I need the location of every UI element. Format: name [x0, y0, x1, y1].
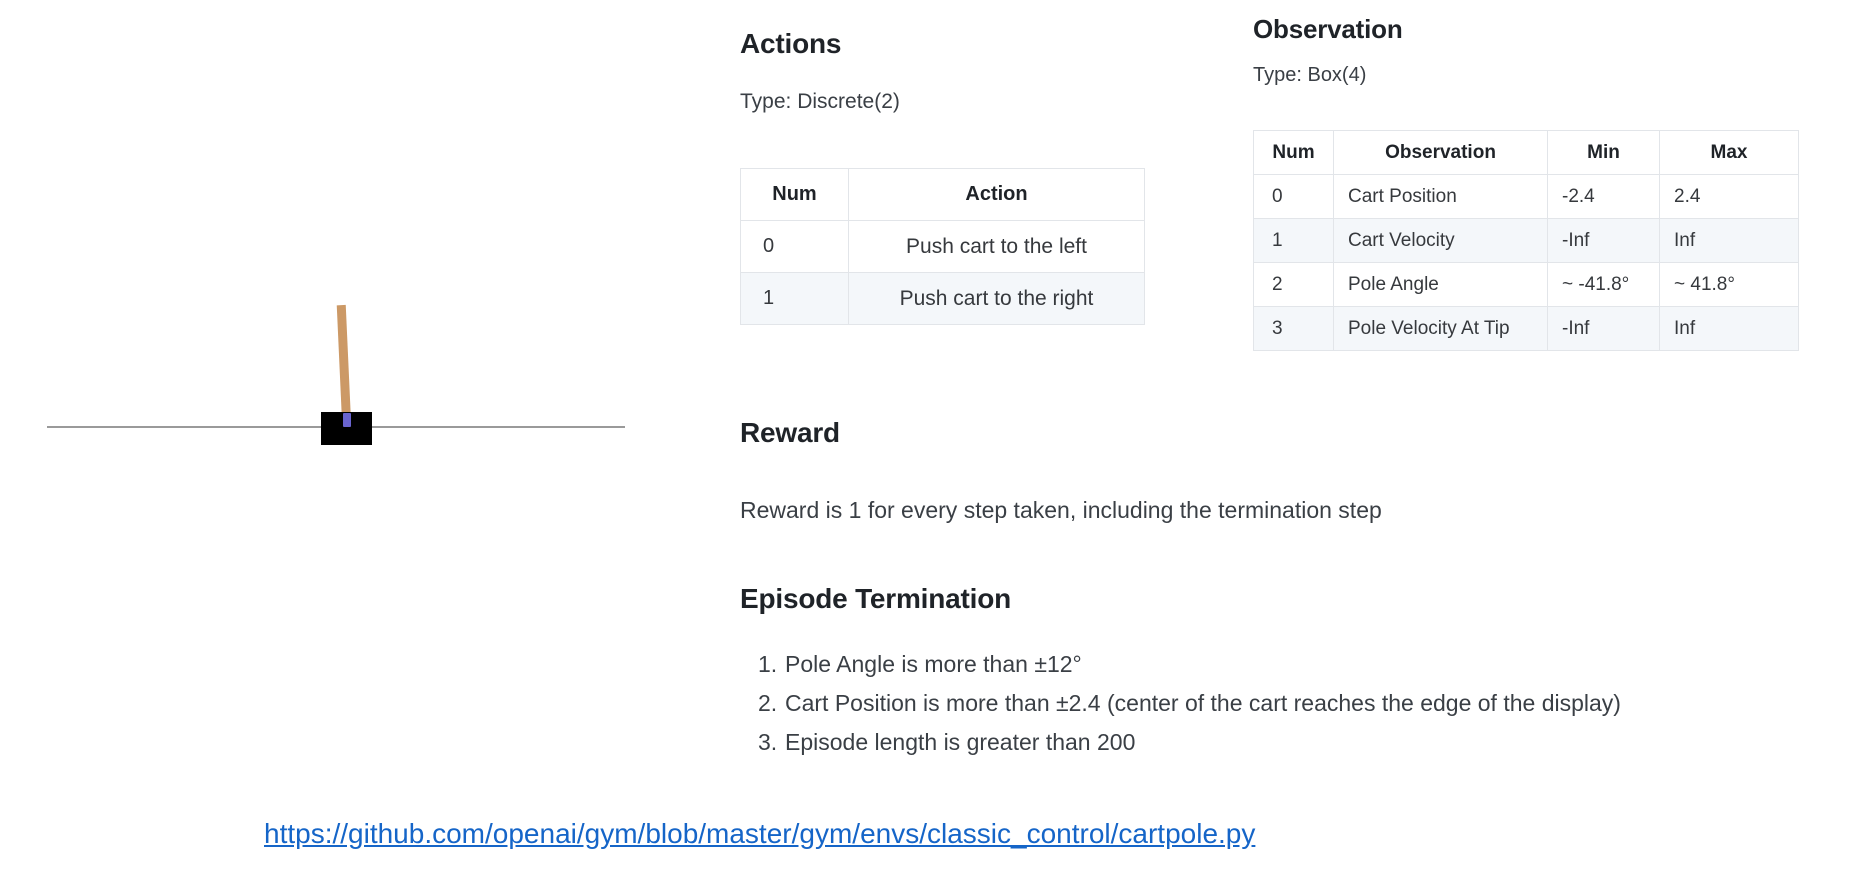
table-row: 0 Push cart to the left [740, 220, 1145, 273]
observation-row0-num: 0 [1253, 174, 1334, 219]
list-item-marker: 1. [758, 651, 778, 677]
observation-row1-max: Inf [1659, 218, 1799, 263]
observation-row0-min: -2.4 [1547, 174, 1660, 219]
list-item: 2. Cart Position is more than ±2.4 (cente… [758, 684, 1621, 723]
actions-col-action-header: Action [848, 168, 1145, 221]
pole-axle-shape [343, 413, 351, 427]
observation-col-max-header: Max [1659, 130, 1799, 175]
actions-row1-action: Push cart to the right [848, 272, 1145, 325]
observation-row1-min: -Inf [1547, 218, 1660, 263]
episode-termination-heading: Episode Termination [740, 583, 1012, 614]
observation-type-label: Type: Box(4) [1253, 64, 1367, 86]
observation-table-header-row: Num Observation Min Max [1253, 130, 1799, 175]
table-row: 1 Push cart to the right [740, 272, 1145, 325]
observation-table: Num Observation Min Max 0 Cart Position … [1253, 130, 1799, 351]
observation-row1-name: Cart Velocity [1333, 218, 1548, 263]
observation-row3-max: Inf [1659, 306, 1799, 351]
observation-row0-name: Cart Position [1333, 174, 1548, 219]
pole-shape [336, 304, 351, 422]
observation-col-num-header: Num [1253, 130, 1334, 175]
actions-type-label: Type: Discrete(2) [740, 90, 900, 113]
observation-row3-num: 3 [1253, 306, 1334, 351]
table-row: 0 Cart Position -2.4 2.4 [1253, 174, 1799, 219]
list-item-marker: 2. [758, 690, 778, 716]
cartpole-environment-illustration [0, 200, 700, 520]
actions-table-header-row: Num Action [740, 168, 1145, 221]
observation-row2-name: Pole Angle [1333, 262, 1548, 307]
observation-heading: Observation [1253, 14, 1403, 44]
table-row: 2 Pole Angle ~ -41.8° ~ 41.8° [1253, 262, 1799, 307]
actions-row0-num: 0 [740, 220, 849, 273]
reward-description: Reward is 1 for every step taken, includ… [740, 497, 1382, 523]
observation-row2-min: ~ -41.8° [1547, 262, 1660, 307]
list-item: 3. Episode length is greater than 200 [758, 723, 1621, 762]
observation-row3-min: -Inf [1547, 306, 1660, 351]
list-item-text: Pole Angle is more than ±12° [785, 651, 1082, 677]
actions-table: Num Action 0 Push cart to the left 1 Pus… [740, 168, 1145, 325]
episode-termination-list: 1. Pole Angle is more than ±12° 2. Cart Po… [758, 645, 1621, 762]
observation-col-min-header: Min [1547, 130, 1660, 175]
actions-row1-num: 1 [740, 272, 849, 325]
actions-heading: Actions [740, 28, 842, 59]
table-row: 1 Cart Velocity -Inf Inf [1253, 218, 1799, 263]
observation-row1-num: 1 [1253, 218, 1334, 263]
list-item-text: Cart Position is more than ±2.4 (center … [785, 690, 1621, 716]
list-item-text: Episode length is greater than 200 [785, 729, 1136, 755]
actions-row0-action: Push cart to the left [848, 220, 1145, 273]
actions-col-num-header: Num [740, 168, 849, 221]
list-item-marker: 3. [758, 729, 778, 755]
observation-col-observation-header: Observation [1333, 130, 1548, 175]
observation-row2-max: ~ 41.8° [1659, 262, 1799, 307]
source-url-link[interactable]: https://github.com/openai/gym/blob/maste… [264, 818, 1256, 849]
table-row: 3 Pole Velocity At Tip -Inf Inf [1253, 306, 1799, 351]
observation-row0-max: 2.4 [1659, 174, 1799, 219]
observation-row3-name: Pole Velocity At Tip [1333, 306, 1548, 351]
observation-row2-num: 2 [1253, 262, 1334, 307]
list-item: 1. Pole Angle is more than ±12° [758, 645, 1621, 684]
reward-heading: Reward [740, 417, 840, 448]
